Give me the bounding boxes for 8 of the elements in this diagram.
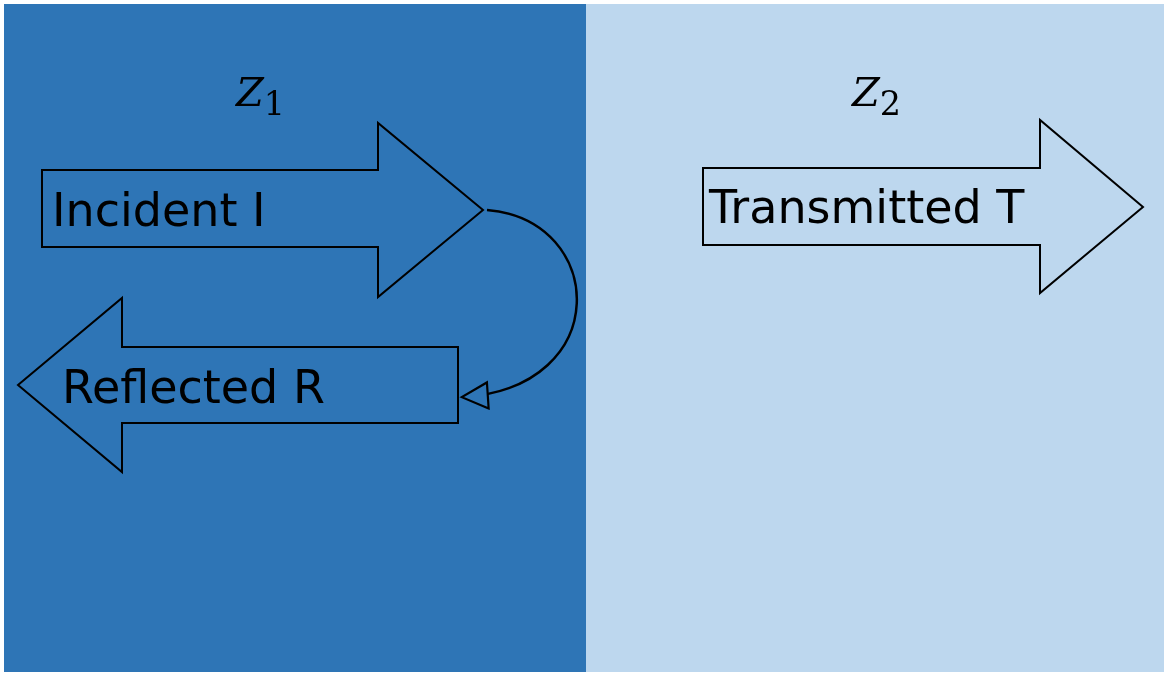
curved-arrow xyxy=(460,208,578,408)
arrow-label: Transmitted T xyxy=(709,184,1025,230)
impedance-label: Z$_{1}$ xyxy=(236,72,285,121)
impedance-label: Z$_{2}$ xyxy=(852,72,901,121)
medium-region xyxy=(586,4,1164,672)
arrow-label: Reflected R xyxy=(62,364,325,410)
arrow-label: Incident I xyxy=(52,187,266,233)
medium-region xyxy=(4,4,586,672)
